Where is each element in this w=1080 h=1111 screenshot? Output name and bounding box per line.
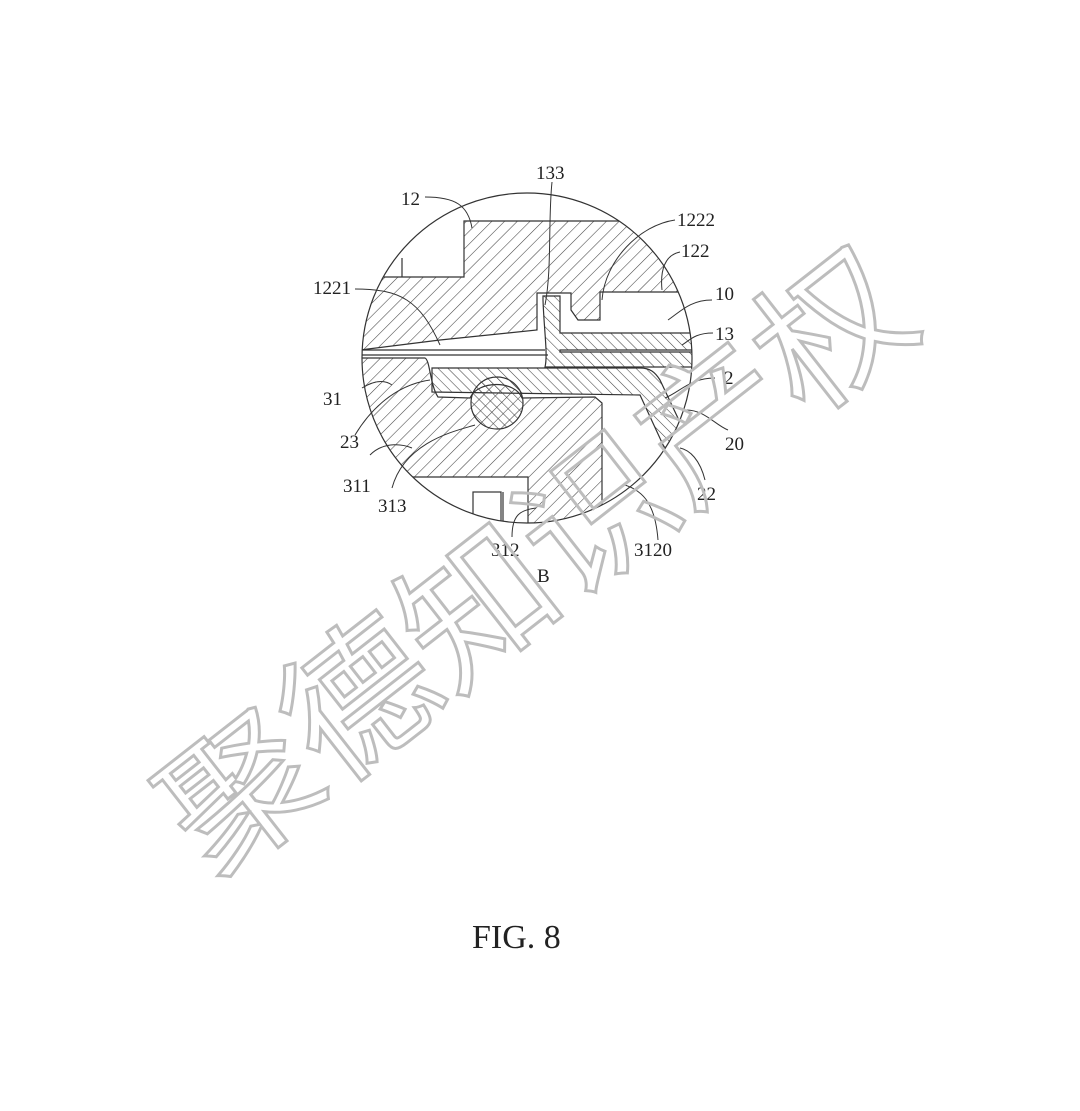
label-22: 22 [697,484,716,505]
detail-label-b: B [537,566,550,587]
figure-caption: FIG. 8 [472,919,561,956]
o-ring-313 [470,376,524,430]
label-20: 20 [725,434,744,455]
cross-section-detail [362,220,692,523]
upper-body-12 [362,220,692,351]
watermark: 聚德知识产权 [130,217,946,908]
label-13: 13 [715,324,734,345]
label-23: 23 [340,432,359,453]
label-122: 122 [681,241,710,262]
label-312: 312 [491,540,520,561]
label-12: 12 [401,189,420,210]
label-3120: 3120 [634,540,672,561]
label-1221: 1221 [313,278,351,299]
label-313: 313 [378,496,407,517]
label-133: 133 [536,163,565,184]
label-31: 31 [323,389,342,410]
part-13 [542,295,692,368]
label-10: 10 [715,284,734,305]
label-1222: 1222 [677,210,715,231]
detail-circle [361,192,693,524]
leader-lines [354,181,729,541]
label-311: 311 [343,476,371,497]
label-2: 2 [724,368,734,389]
